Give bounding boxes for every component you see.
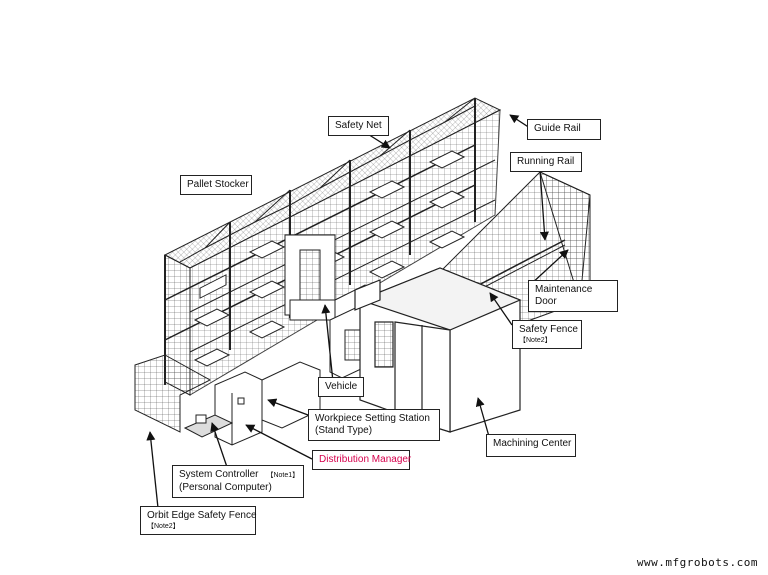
watermark: www.mfgrobots.com [636,556,758,569]
label-pallet-stocker: Pallet Stocker [180,175,252,195]
label-distribution-manager: Distribution Manager [312,450,411,470]
label-running-rail: Running Rail [510,152,582,172]
orbit-edge-fence [134,354,212,433]
label-workpiece-setting-station: Workpiece Setting Station (Stand Type) [308,409,440,441]
pallets [193,150,466,367]
label-guide-rail: Guide Rail [527,119,601,140]
machining-center [354,267,522,433]
label-vehicle: Vehicle [318,377,364,397]
label-maintenance-door: Maintenance Door [528,280,618,312]
label-orbit-edge-safety-fence: Orbit Edge Safety Fence 【Note2】 [140,506,257,535]
label-system-controller: System Controller【Note1】 (Personal Compu… [172,465,304,498]
label-safety-fence: Safety Fence 【Note2】 [512,320,582,349]
label-machining-center: Machining Center [486,434,576,457]
label-safety-net: Safety Net [328,116,389,136]
